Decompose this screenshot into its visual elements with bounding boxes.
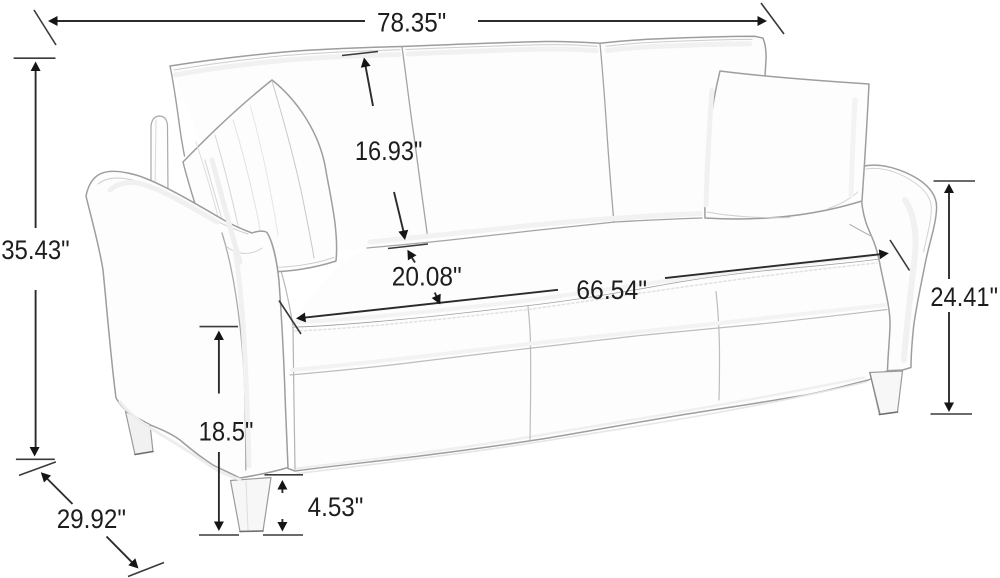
svg-text:16.93": 16.93"	[355, 136, 423, 166]
svg-text:20.08": 20.08"	[392, 262, 462, 292]
svg-text:24.41": 24.41"	[930, 282, 998, 312]
svg-text:35.43": 35.43"	[1, 235, 70, 265]
svg-text:29.92": 29.92"	[57, 504, 126, 534]
svg-text:18.5": 18.5"	[199, 417, 254, 447]
svg-text:4.53": 4.53"	[308, 492, 364, 522]
svg-text:78.35": 78.35"	[377, 7, 446, 37]
svg-text:66.54": 66.54"	[576, 275, 647, 305]
